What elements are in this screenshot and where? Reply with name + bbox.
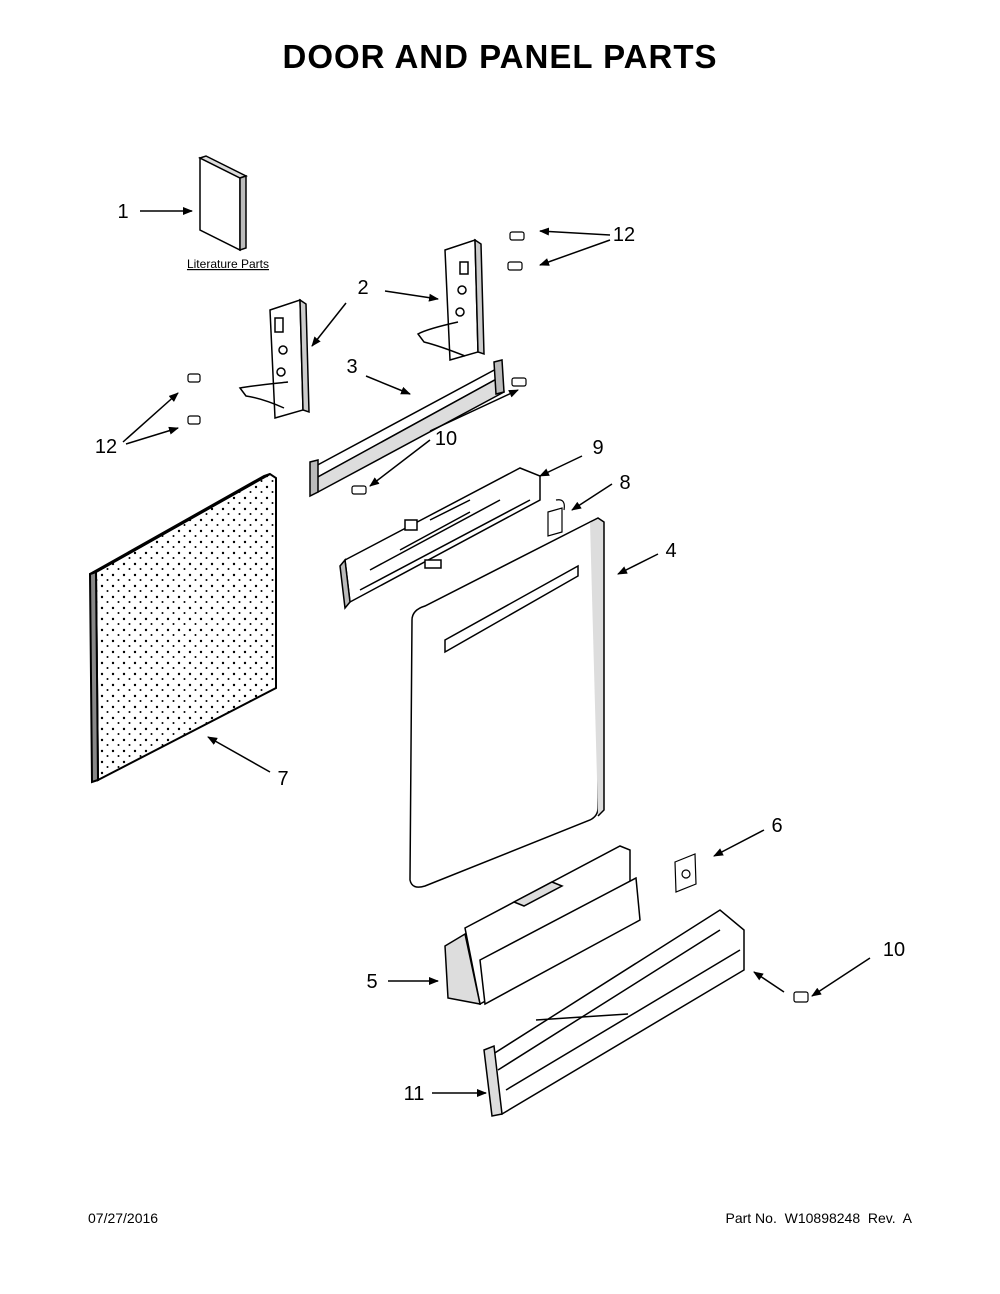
page-title: DOOR AND PANEL PARTS — [282, 38, 718, 75]
callout-2: 2 — [357, 277, 368, 299]
door-clip — [547, 499, 565, 537]
literature-parts-booklet — [198, 155, 248, 252]
callout-12-left: 12 — [95, 436, 117, 458]
footer-part-number: Part No. W10898248 Rev. A — [725, 1210, 912, 1226]
callout-5: 5 — [366, 971, 377, 993]
callout-10-top: 10 — [435, 428, 457, 450]
bottom-trim — [483, 909, 745, 1117]
right-hinge-bracket — [416, 238, 485, 361]
callout-10-bottom: 10 — [883, 939, 905, 961]
outer-door-panel — [409, 517, 605, 888]
callout-3: 3 — [346, 356, 357, 378]
callout-7: 7 — [277, 768, 288, 790]
callout-1: 1 — [117, 201, 128, 223]
callout-9: 9 — [592, 437, 603, 459]
screw-icon — [187, 231, 809, 1003]
toe-kick-panel — [444, 845, 641, 1006]
mounting-rail — [309, 359, 505, 498]
callout-8: 8 — [619, 472, 630, 494]
callout-12-right: 12 — [613, 224, 635, 246]
footer-date: 07/27/2016 — [88, 1210, 159, 1226]
control-console — [339, 467, 541, 610]
leader-arrows — [122, 207, 871, 1097]
callout-4: 4 — [665, 540, 676, 562]
door-latch-clip — [674, 853, 697, 893]
callout-6: 6 — [771, 815, 782, 837]
left-hinge-bracket — [238, 298, 310, 419]
literature-parts-label: Literature Parts — [187, 257, 269, 271]
inner-door-liner — [88, 472, 277, 784]
callout-11: 11 — [404, 1083, 425, 1105]
